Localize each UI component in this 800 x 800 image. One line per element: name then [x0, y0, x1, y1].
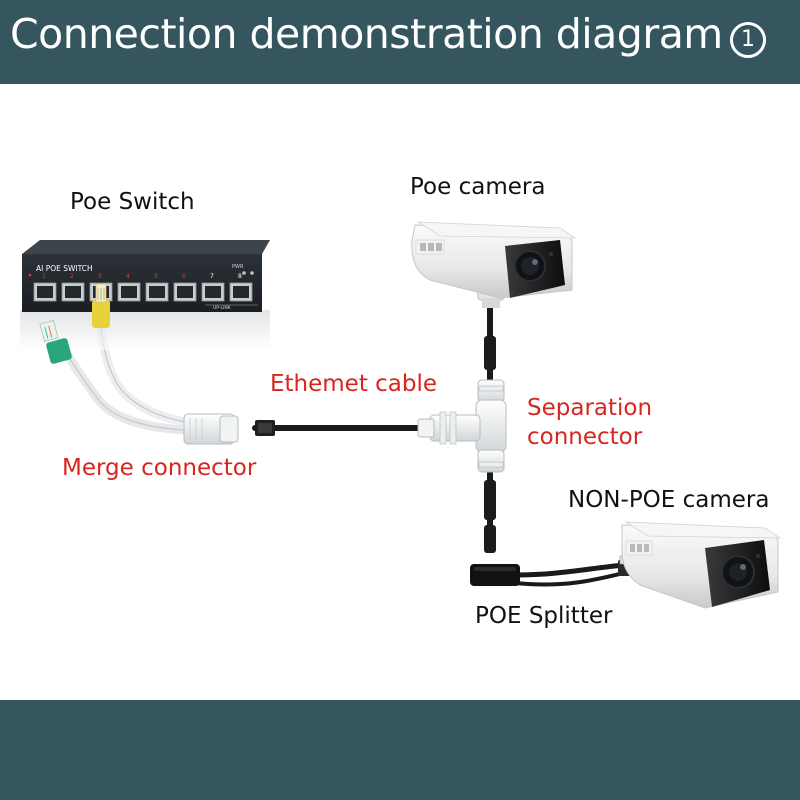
merge-connector-icon: [183, 413, 239, 445]
switch-port-number: 2: [70, 273, 74, 280]
dc-barrel-icon: [255, 420, 275, 436]
switch-port-number: 7: [210, 273, 214, 280]
rj45-plug-green-icon: [39, 320, 72, 364]
poe-splitter-label: POE Splitter: [475, 603, 613, 629]
nonpoe-camera-icon: [621, 521, 782, 609]
connection-diagram: AI POE SWITCH PWR 1 2 3 4 5 6 7 8 UP-LINK: [0, 84, 800, 700]
poe-camera-icon: [411, 221, 577, 308]
switch-port-number: 3: [98, 273, 102, 280]
separation-connector-label-line1: Separation: [527, 395, 653, 421]
switch-port: [61, 282, 85, 302]
switch-port: [145, 282, 169, 302]
switch-port: [33, 282, 57, 302]
switch-port-number: 1: [42, 273, 46, 280]
poe-switch-icon: AI POE SWITCH PWR 1 2 3 4 5 6 7 8 UP-LINK: [20, 240, 270, 350]
footer-bar: [0, 700, 800, 800]
rj45-plug-yellow-icon: [92, 283, 110, 328]
header-bar: Connection demonstration diagram 1: [0, 0, 800, 84]
switch-uplink-text: UP-LINK: [213, 305, 232, 311]
nonpoe-camera-label: NON-POE camera: [568, 487, 770, 513]
poe-camera-label: Poe camera: [410, 174, 546, 200]
t-connector-icon: [417, 336, 507, 553]
step-number-badge: 1: [730, 22, 766, 58]
switch-pwr-text: PWR: [232, 264, 244, 270]
poe-switch-label: Poe Switch: [70, 189, 195, 215]
switch-port-number: 8: [238, 273, 242, 280]
page-title: Connection demonstration diagram: [10, 10, 723, 58]
switch-port: [117, 282, 141, 302]
switch-port: [173, 282, 197, 302]
diagram-drawing: AI POE SWITCH PWR 1 2 3 4 5 6 7 8 UP-LINK: [20, 221, 782, 609]
ethernet-cable-label: Ethemet cable: [270, 371, 438, 397]
switch-port-number: 4: [126, 273, 130, 280]
switch-port-number: 5: [154, 273, 158, 280]
merge-connector-label: Merge connector: [62, 455, 257, 481]
switch-port: [229, 282, 253, 302]
switch-port-number: 6: [182, 273, 186, 280]
separation-connector-label-line2: connector: [527, 424, 643, 450]
switch-port: [201, 282, 225, 302]
switch-brand-text: AI POE SWITCH: [36, 264, 93, 273]
